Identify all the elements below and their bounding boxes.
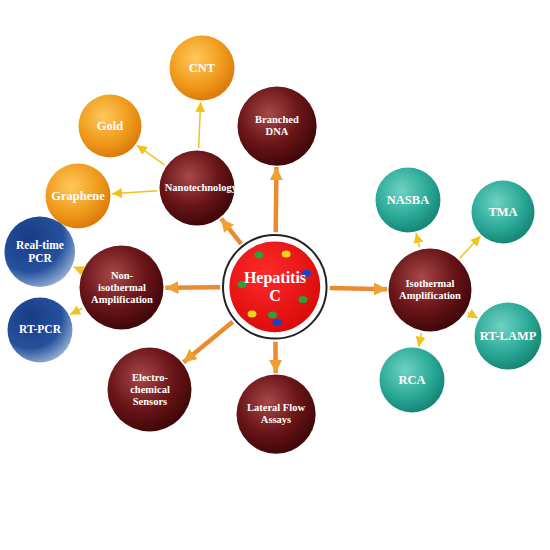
virus-protein-dot [282, 251, 291, 258]
method-sphere: Branched DNA [237, 86, 317, 166]
sphere-fill [237, 86, 316, 165]
branch-arrow [468, 312, 478, 318]
sphere-fill [389, 249, 472, 332]
main-arrow [273, 167, 278, 232]
sphere-fill [79, 95, 142, 158]
method-sphere: Electro-chemical Sensors [107, 347, 192, 432]
virus-protein-dot [248, 311, 257, 318]
node-label: Branched DNA [243, 114, 311, 138]
sphere-fill [46, 164, 111, 229]
isothermal-sphere: NASBA [375, 167, 441, 233]
node-label: CNT [189, 61, 215, 75]
branch-arrow [460, 236, 480, 258]
main-arrow [184, 322, 233, 363]
sphere-fill [160, 151, 235, 226]
sphere-fill [8, 298, 73, 363]
nanomaterial-sphere: Gold [78, 94, 142, 158]
sphere-fill [472, 181, 535, 244]
method-sphere: Isothermal Amplification [388, 248, 472, 332]
sphere-fill [170, 36, 235, 101]
sphere-fill [475, 303, 542, 370]
sphere-fill [236, 374, 315, 453]
virus-protein-dot [268, 312, 277, 319]
virus-protein-dot [255, 252, 264, 259]
node-label: Graphene [51, 189, 104, 203]
branch-arrow [416, 233, 419, 247]
branch-arrow [419, 333, 422, 347]
pcr-sphere: Real-time PCR [4, 216, 76, 288]
sphere-fill [108, 348, 192, 432]
branch-arrow [137, 145, 165, 165]
virus-protein-dot [299, 296, 308, 303]
node-label: Nanotechnology [165, 182, 230, 194]
node-label: Real-time PCR [11, 239, 69, 265]
main-arrow [273, 342, 278, 373]
isothermal-sphere: RCA [379, 347, 445, 413]
node-label: Electro-chemical Sensors [116, 372, 184, 408]
method-sphere: Non-isothermal Amplification [79, 245, 164, 330]
node-label: RCA [398, 373, 425, 387]
node-label: TMA [488, 205, 517, 219]
branch-arrow [199, 102, 201, 148]
node-label: Isothermal Amplification [394, 278, 465, 302]
branch-arrow [74, 267, 82, 270]
node-label: Gold [97, 119, 123, 133]
isothermal-sphere: TMA [471, 180, 535, 244]
isothermal-sphere: RT-LAMP [474, 302, 542, 370]
node-label: NASBA [387, 193, 429, 207]
method-sphere: Nanotechnology [159, 150, 235, 226]
main-arrow [165, 285, 220, 290]
main-arrow [221, 219, 241, 244]
sphere-fill [380, 348, 445, 413]
white-ring [223, 235, 327, 339]
virus-core: Hepatitis C [222, 234, 328, 340]
nanomaterial-sphere: Graphene [45, 163, 111, 229]
node-label: RT-PCR [19, 323, 61, 336]
sphere-fill [80, 246, 164, 330]
node-label: RT-LAMP [480, 329, 537, 343]
main-arrow [330, 288, 387, 289]
branch-arrow [70, 308, 82, 314]
nanomaterial-sphere: CNT [169, 35, 235, 101]
virus-protein-dot [273, 319, 282, 326]
node-label: Non-isothermal Amplification [88, 270, 156, 306]
sphere-fill [5, 217, 76, 288]
node-label: Lateral Flow Assays [242, 402, 310, 426]
virus-body [230, 242, 321, 333]
method-sphere: Lateral Flow Assays [236, 374, 316, 454]
pcr-sphere: RT-PCR [7, 297, 73, 363]
branch-arrow [112, 191, 157, 194]
node-label: Hepatitis C [239, 269, 312, 306]
sphere-fill [376, 168, 441, 233]
